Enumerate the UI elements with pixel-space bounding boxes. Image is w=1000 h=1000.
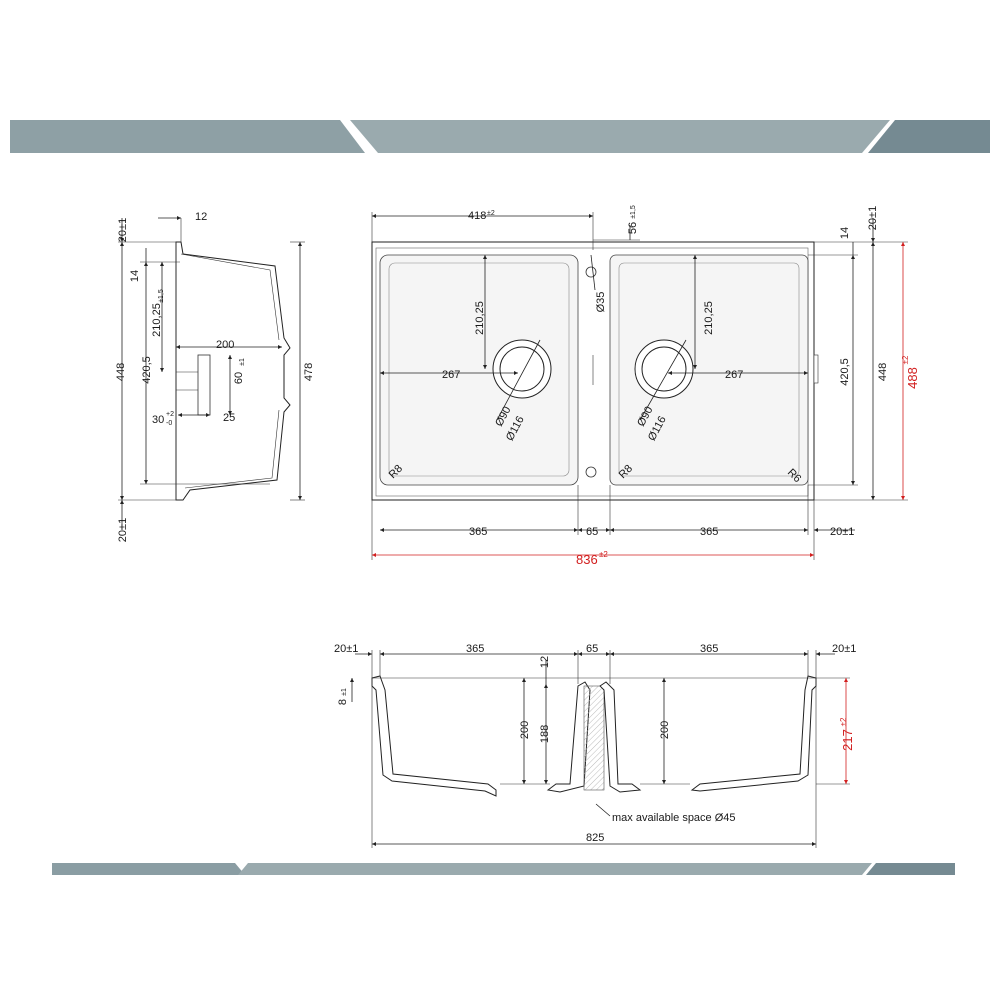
- plan-right-center: 267: [725, 369, 743, 381]
- side-outer-448: 448: [115, 363, 127, 381]
- section-view: 20±1 365 65 365 20±1 12 8 ±1 200 188 200…: [334, 643, 856, 848]
- side-view: 20±1 12 14 210,25 ±1,5 420,5 448 478 200…: [115, 211, 315, 542]
- side-waste-height: 60: [233, 372, 245, 384]
- section-total-width: 825: [586, 832, 604, 844]
- plan-tap-offset: 56: [627, 222, 639, 234]
- plan-bowl-width-right: 365: [700, 526, 718, 538]
- side-top-tol: 20±1: [117, 218, 129, 242]
- plan-half-width: 418: [468, 210, 486, 222]
- section-rim: 12: [539, 656, 551, 668]
- section-bowl-left: 365: [466, 643, 484, 655]
- section-total-height: 217: [840, 729, 855, 751]
- plan-total-width: 836: [576, 552, 598, 567]
- plan-edge-tol: 20±1: [830, 526, 854, 538]
- plan-view: 418 ±2 56 ±1,5 14 20±1 Ø35 210,25 210,25…: [371, 205, 920, 567]
- section-total-height-tol: ±2: [839, 717, 848, 726]
- plan-inner-depth: 420,5: [839, 358, 851, 386]
- side-rim: 14: [129, 270, 141, 282]
- section-depth-divider: 188: [539, 725, 551, 743]
- side-waste-offset: 200: [216, 339, 234, 351]
- side-waste-width: 25: [223, 412, 235, 424]
- plan-outer-448: 448: [877, 363, 889, 381]
- side-depth-top: 210,25: [151, 303, 163, 337]
- section-left-tol: 20±1: [334, 643, 358, 655]
- top-band: [10, 120, 990, 153]
- section-divider: 65: [586, 643, 598, 655]
- plan-tap-offset-tol: ±1,5: [630, 205, 637, 219]
- section-rim-height: 8: [337, 699, 349, 705]
- side-waste-bottom-tol-up: +2: [166, 411, 174, 418]
- plan-right-depth: 210,25: [703, 301, 715, 335]
- side-waste-height-tol: ±1: [239, 358, 246, 366]
- side-outer-478: 478: [303, 363, 315, 381]
- side-bottom-tol: 20±1: [117, 518, 129, 542]
- section-right-tol: 20±1: [832, 643, 856, 655]
- side-waste-bottom: 30: [152, 414, 164, 426]
- section-depth-left: 200: [519, 721, 531, 739]
- plan-divider: 65: [586, 526, 598, 538]
- side-inner-depth: 420,5: [141, 356, 153, 384]
- side-waste-bottom-tol-down: -0: [166, 420, 172, 427]
- bottom-band: [52, 863, 955, 875]
- plan-rim: 14: [839, 227, 851, 239]
- section-bowl-right: 365: [700, 643, 718, 655]
- section-max-space: max available space Ø45: [612, 812, 736, 824]
- plan-bowl-width-left: 365: [469, 526, 487, 538]
- plan-right-tol: 20±1: [867, 206, 879, 230]
- plan-left-center: 267: [442, 369, 460, 381]
- plan-total-depth: 488: [905, 367, 920, 389]
- plan-left-depth: 210,25: [474, 301, 486, 335]
- plan-half-width-tol: ±2: [487, 210, 495, 217]
- side-depth-top-tol: ±1,5: [158, 289, 165, 303]
- plan-total-depth-tol: ±2: [901, 355, 910, 364]
- section-rim-height-tol: ±1: [341, 688, 348, 696]
- side-lip-width: 12: [195, 211, 207, 223]
- plan-total-width-tol: ±2: [599, 550, 608, 559]
- section-depth-right: 200: [659, 721, 671, 739]
- plan-tap-hole: Ø35: [595, 292, 607, 313]
